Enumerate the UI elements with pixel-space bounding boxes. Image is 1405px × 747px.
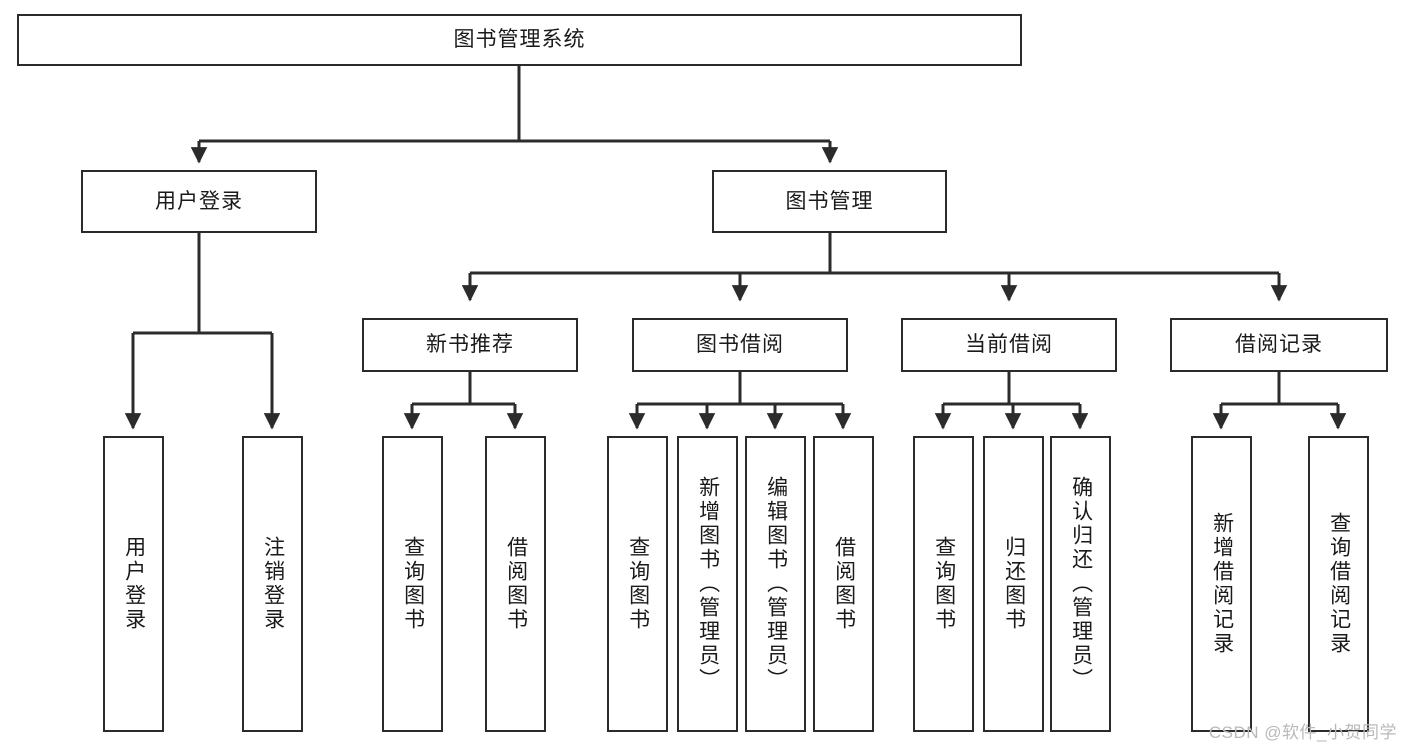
node-leaf-user-logout-label: 注销登录: [261, 536, 285, 632]
node-leaf-confirm-return[interactable]: 确认归还（管理员）: [1050, 436, 1111, 732]
watermark-text: CSDN @软件_小贺同学: [1208, 723, 1397, 742]
node-leaf-borrow-book-label: 借阅图书: [832, 536, 856, 632]
node-new-book-rec[interactable]: 新书推荐: [362, 318, 578, 372]
node-book-borrow[interactable]: 图书借阅: [632, 318, 848, 372]
node-leaf-add-book[interactable]: 新增图书（管理员）: [677, 436, 738, 732]
node-leaf-add-record-label: 新增借阅记录: [1210, 512, 1234, 656]
node-leaf-confirm-return-label: 确认归还（管理员）: [1069, 476, 1093, 692]
node-leaf-query-book-borrow-label: 查询图书: [626, 536, 650, 632]
node-book-manage-label: 图书管理: [785, 189, 874, 213]
node-leaf-edit-book[interactable]: 编辑图书（管理员）: [745, 436, 806, 732]
node-leaf-query-book-rec-label: 查询图书: [401, 536, 425, 632]
node-leaf-query-book-borrow[interactable]: 查询图书: [607, 436, 668, 732]
node-leaf-add-record[interactable]: 新增借阅记录: [1191, 436, 1252, 732]
node-leaf-user-logout[interactable]: 注销登录: [242, 436, 303, 732]
node-new-book-rec-label: 新书推荐: [426, 333, 514, 357]
node-current-borrow-label: 当前借阅: [965, 333, 1053, 357]
node-root-label: 图书管理系统: [453, 28, 586, 52]
node-leaf-borrow-book[interactable]: 借阅图书: [813, 436, 874, 732]
node-leaf-edit-book-label: 编辑图书（管理员）: [764, 476, 788, 692]
node-user-login-label: 用户登录: [155, 189, 243, 213]
node-leaf-query-book-rec[interactable]: 查询图书: [382, 436, 443, 732]
node-leaf-query-record[interactable]: 查询借阅记录: [1308, 436, 1369, 732]
node-leaf-query-book-cur[interactable]: 查询图书: [913, 436, 974, 732]
node-root[interactable]: 图书管理系统: [17, 14, 1022, 66]
node-current-borrow[interactable]: 当前借阅: [901, 318, 1117, 372]
node-leaf-user-login[interactable]: 用户登录: [103, 436, 164, 732]
node-borrow-record-label: 借阅记录: [1235, 333, 1323, 357]
node-leaf-query-record-label: 查询借阅记录: [1327, 512, 1351, 656]
node-borrow-record[interactable]: 借阅记录: [1170, 318, 1388, 372]
node-leaf-borrow-book-rec[interactable]: 借阅图书: [485, 436, 546, 732]
node-leaf-user-login-label: 用户登录: [122, 536, 146, 632]
node-leaf-return-book[interactable]: 归还图书: [983, 436, 1044, 732]
node-leaf-borrow-book-rec-label: 借阅图书: [504, 536, 528, 632]
node-leaf-query-book-cur-label: 查询图书: [932, 536, 956, 632]
node-book-manage[interactable]: 图书管理: [712, 170, 947, 233]
node-leaf-add-book-label: 新增图书（管理员）: [696, 476, 720, 692]
node-book-borrow-label: 图书借阅: [696, 333, 784, 357]
node-leaf-return-book-label: 归还图书: [1002, 536, 1026, 632]
node-user-login[interactable]: 用户登录: [81, 170, 317, 233]
